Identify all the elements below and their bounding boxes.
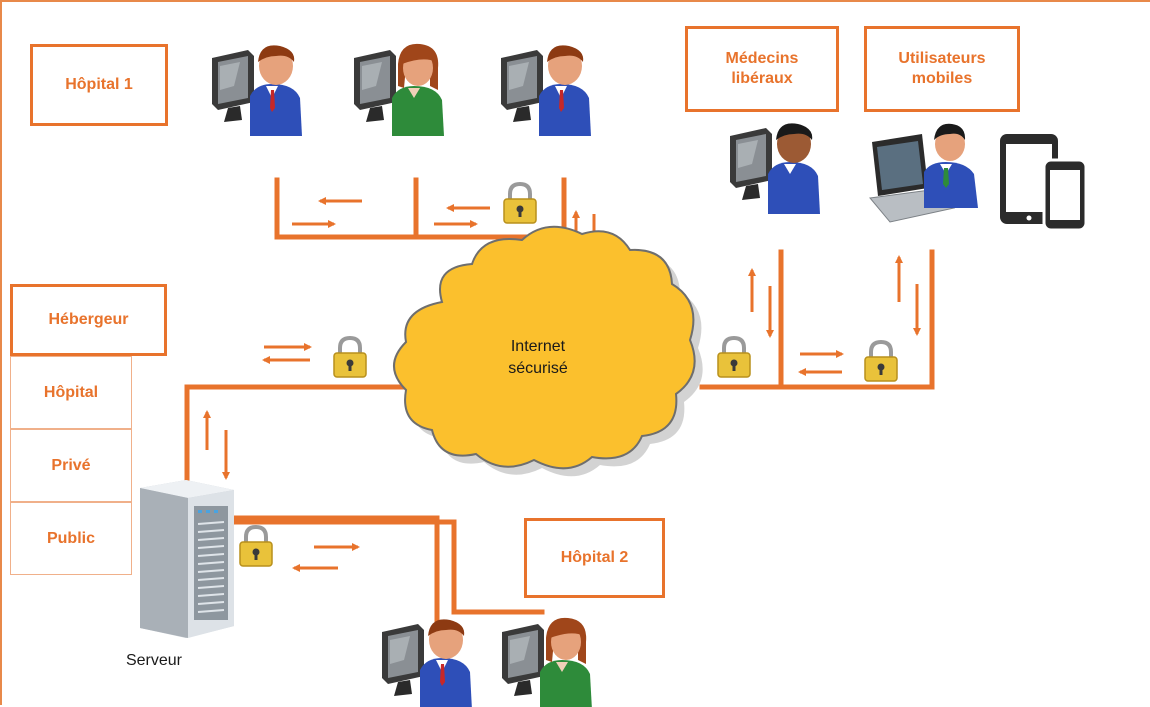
padlock-icon [863,340,899,383]
user-computer-icon [501,45,591,136]
server-icon [140,480,234,638]
user-computer-icon [502,617,592,707]
laptop-user-icon [869,123,978,223]
hopital2-label: Hôpital 2 [524,518,665,598]
padlock-icon [332,336,368,379]
hebergeur-hopital-label: Hôpital [10,356,132,429]
utilisateurs-mobiles-label: Utilisateurs mobiles [864,26,1020,112]
phone-icon [1042,158,1088,232]
hebergeur-prive-label: Privé [10,429,132,502]
user-computer-icon [730,123,820,214]
medecins-liberaux-label: Médecins libéraux [685,26,839,112]
padlock-icon [716,336,752,379]
serveur-label: Serveur [125,652,183,669]
user-computer-icon [354,43,444,137]
hopital1-label: Hôpital 1 [30,44,168,126]
user-computer-icon [212,45,302,136]
padlock-icon [502,182,538,225]
hebergeur-label: Hébergeur [10,284,167,356]
user-computer-icon [382,619,472,707]
cloud-label-line2: sécurisé [508,360,568,377]
cloud-label-line1: Internet [510,338,566,355]
cloud-icon [393,225,703,477]
cloud-label: Internet sécurisé [488,336,588,380]
network-lines [184,177,935,625]
padlock-icon [238,525,274,568]
hebergeur-public-label: Public [10,502,132,575]
